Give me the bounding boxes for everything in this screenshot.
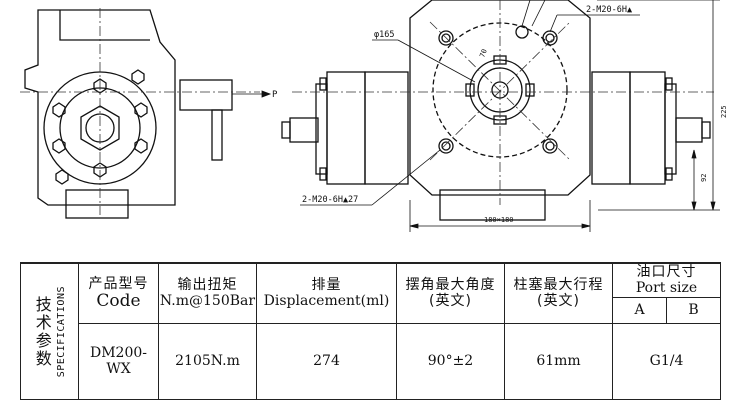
header-angle-en: (英文) [429, 293, 472, 310]
technical-drawing: P φ165 70 2-M20-6H▲ 2-M20-6H▲27 180×180 … [20, 0, 728, 232]
header-torque-en: N.m@150Bar [159, 293, 256, 310]
label-bottom-tap: 2-M20-6H▲27 [302, 195, 358, 205]
cell-stroke: 61mm [504, 322, 613, 401]
header-port-a: A [612, 296, 667, 324]
side-label-zh: 技术参数 [32, 295, 52, 368]
header-displacement-zh: 排量 [311, 277, 342, 294]
header-stroke: 柱塞最大行程 (英文) [504, 261, 613, 324]
side-label-en: SPECIFICATIONS [55, 285, 67, 378]
header-model: 产品型号 Code [78, 261, 159, 324]
label-top-tap: 2-M20-6H▲ [586, 5, 633, 15]
header-port: 油口尺寸 Port size [612, 261, 721, 298]
specifications-side-label: 技术参数 SPECIFICATIONS [20, 262, 79, 400]
specifications-table: 技术参数 SPECIFICATIONS 产品型号 Code 输出扭矩 N.m@1… [20, 261, 721, 401]
dim-180: 180×180 [484, 216, 514, 224]
label-70: 70 [478, 48, 488, 59]
header-stroke-zh: 柱塞最大行程 [513, 277, 604, 294]
side-view [24, 9, 233, 219]
dim-92: 92 [700, 174, 708, 182]
header-port-en: Port size [635, 280, 698, 297]
cell-model: DM200-WX [78, 322, 159, 401]
cell-angle: 90°±2 [396, 322, 505, 401]
dim-225: 225 [720, 105, 728, 118]
front-view [281, 0, 711, 221]
header-angle-zh: 摆角最大角度 [405, 277, 496, 294]
label-p: P [272, 90, 278, 100]
header-torque-zh: 输出扭矩 [177, 277, 238, 294]
header-displacement-en: Displacement(ml) [263, 293, 390, 310]
header-displacement: 排量 Displacement(ml) [256, 261, 397, 324]
header-port-b: B [666, 296, 721, 324]
cell-port: G1/4 [612, 322, 721, 401]
center-lines [20, 0, 714, 215]
dimension-lines [232, 0, 720, 232]
header-port-zh: 油口尺寸 [636, 264, 697, 281]
label-phi165: φ165 [374, 30, 394, 40]
cell-torque: 2105N.m [158, 322, 257, 401]
header-stroke-en: (英文) [537, 293, 580, 310]
header-angle: 摆角最大角度 (英文) [396, 261, 505, 324]
cell-displacement: 274 [256, 322, 397, 401]
header-model-zh: 产品型号 [88, 275, 149, 292]
header-torque: 输出扭矩 N.m@150Bar [158, 261, 257, 324]
header-model-en: Code [96, 290, 141, 311]
